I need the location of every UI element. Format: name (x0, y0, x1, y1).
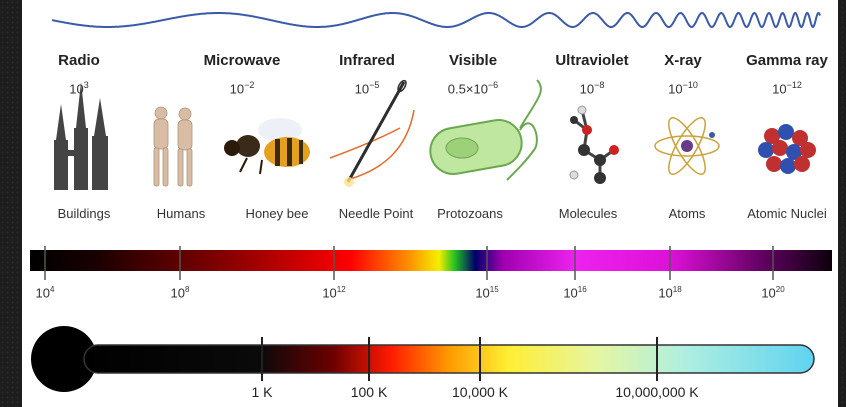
band-name-radio: Radio (58, 52, 100, 69)
object-label: Atomic Nuclei (747, 206, 827, 221)
object-label: Humans (156, 206, 206, 221)
frequency-label: 1018 (658, 285, 682, 301)
nucleus-icon (758, 124, 816, 174)
frequency-ticks (44, 246, 774, 280)
temperature-label: 10,000,000 K (615, 384, 699, 400)
atom-icon (654, 117, 720, 175)
diagram-svg (30, 11, 832, 392)
thermometer-tube (83, 344, 815, 374)
frequency-label: 1020 (761, 285, 785, 301)
wave-line (51, 11, 821, 29)
band-wavelength: 10−10 (668, 80, 698, 97)
thermometer-bulb (31, 326, 97, 392)
frequency-label: 1012 (322, 285, 346, 301)
frequency-label: 1015 (475, 285, 499, 301)
object-label: Needle Point (338, 206, 414, 221)
object-label: Atoms (668, 206, 706, 221)
temperature-ticks (261, 337, 658, 381)
band-wavelength: 10−8 (579, 80, 605, 97)
frequency-spectrum-bar (30, 250, 832, 271)
object-label: Molecules (558, 206, 618, 221)
object-label: Buildings (57, 206, 111, 221)
frequency-label: 1016 (563, 285, 587, 301)
band-wavelength: 0.5×10−6 (447, 80, 499, 97)
object-label: Protozoans (437, 206, 503, 221)
band-name-visible: Visible (448, 52, 498, 69)
band-wavelength: 10−2 (229, 80, 255, 97)
object-label: Honey bee (245, 206, 309, 221)
temperature-label: 1 K (251, 384, 273, 400)
band-name-ultraviolet: Ultraviolet (555, 52, 629, 69)
band-name-infrared: Infrared (339, 52, 395, 69)
band-name-gamma-ray: Gamma ray (746, 52, 828, 69)
band-wavelength: 10−12 (772, 80, 802, 97)
band-wavelength: 10−5 (354, 80, 380, 97)
band-name-microwave: Microwave (203, 52, 281, 69)
temperature-label: 100 K (350, 384, 388, 400)
frequency-label: 108 (170, 285, 190, 301)
diagram-panel: Radio 103 Microwave 10−2 Infrared 10−5 Visible… (22, 0, 838, 407)
molecule-icon (569, 105, 619, 184)
needle-icon (329, 79, 415, 187)
band-wavelength: 103 (69, 80, 89, 97)
humans-icon (153, 106, 193, 187)
band-name-x-ray: X-ray (664, 52, 702, 69)
honey-bee-icon (224, 118, 310, 175)
temperature-label: 10,000 K (451, 384, 509, 400)
buildings-icon (54, 82, 108, 190)
frequency-label: 104 (35, 285, 55, 301)
protozoan-icon (429, 79, 542, 181)
